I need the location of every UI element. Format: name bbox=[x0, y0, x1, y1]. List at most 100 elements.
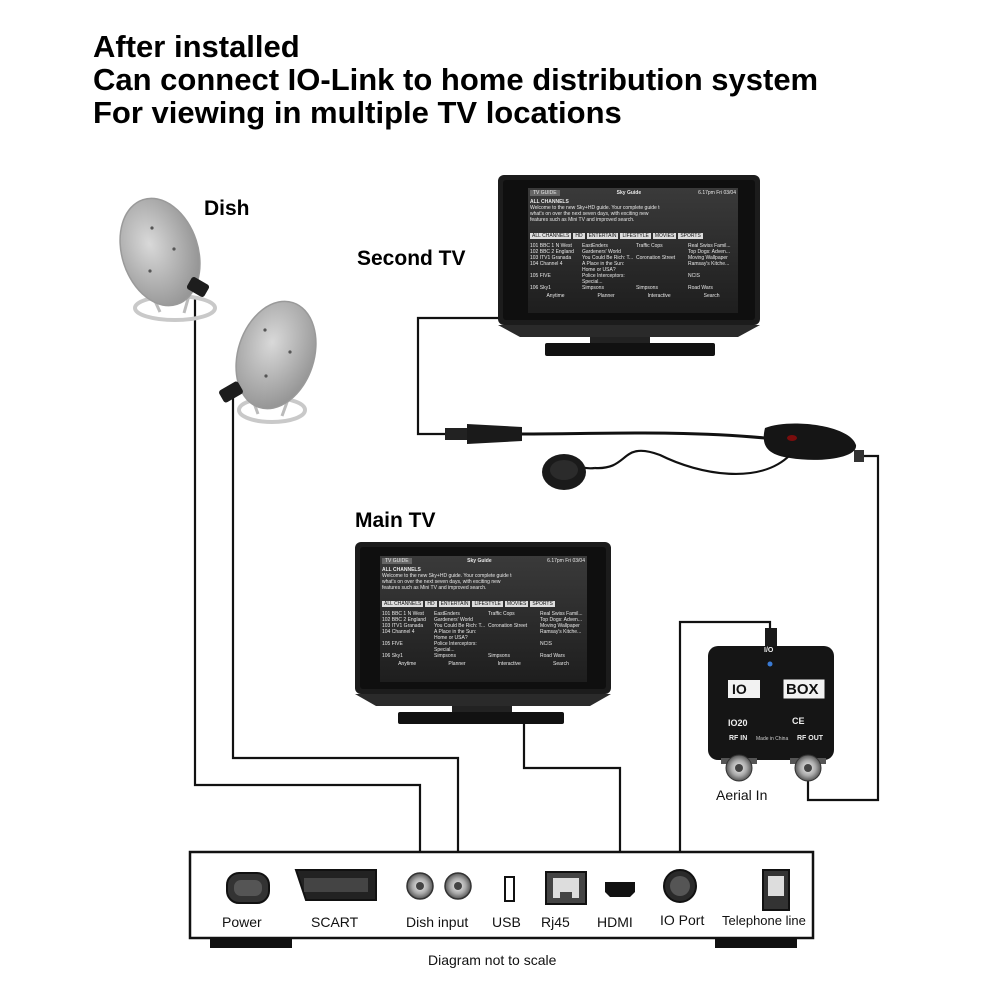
heading-line-1: After installed bbox=[93, 29, 300, 64]
programme: Top Dogs: Adven... bbox=[688, 249, 730, 255]
heading-line-2: Can connect IO-Link to home distribution… bbox=[93, 62, 819, 97]
clock: 6.17pm Fri 03/04 bbox=[698, 190, 736, 196]
telephone-line-label: Telephone line bbox=[722, 913, 806, 928]
channel: 101 BBC 1 N West bbox=[530, 243, 572, 249]
tab: ENTERTAIN bbox=[438, 601, 471, 607]
programme: You Could Be Rich: T... bbox=[434, 623, 486, 629]
section-label: ALL CHANNELS bbox=[382, 567, 421, 573]
dish-label: Dish bbox=[204, 197, 250, 220]
hdmi-port bbox=[605, 882, 635, 897]
io-box-model: IO20 bbox=[728, 718, 748, 728]
programme: Real Swiss Famil... bbox=[688, 243, 731, 249]
footer-item: Anytime bbox=[398, 661, 417, 667]
footer-item: Planner bbox=[597, 293, 615, 299]
programme: Ramsay's Kitche... bbox=[688, 261, 730, 267]
dish-1 bbox=[119, 197, 217, 322]
wire-secondtv-to-extender bbox=[416, 316, 498, 436]
footer-item: Search bbox=[553, 661, 569, 667]
programme bbox=[488, 641, 538, 653]
io-box-rf-out: RF OUT bbox=[797, 735, 824, 742]
tab: LIFESTYLE bbox=[472, 601, 503, 607]
channel: 102 BBC 2 England bbox=[382, 617, 426, 623]
programme bbox=[488, 629, 538, 641]
wire-dish1-to-box bbox=[193, 296, 422, 880]
io-port-label: IO Port bbox=[660, 912, 705, 928]
programme: Top Dogs: Adven... bbox=[540, 617, 582, 623]
tab: ALL CHANNELS bbox=[530, 233, 572, 239]
hdmi-label: HDMI bbox=[597, 914, 633, 930]
channel: 106 Sky1 bbox=[530, 285, 551, 291]
receiver-rear-panel bbox=[188, 850, 815, 948]
programme: Real Swiss Famil... bbox=[540, 611, 583, 617]
programme: Simpsons bbox=[434, 653, 456, 659]
wire-dish2-to-box bbox=[231, 395, 460, 880]
programme: Police Interceptors: Special... bbox=[582, 273, 625, 285]
tab: MOVIES bbox=[652, 233, 677, 239]
programme: Ramsay's Kitche... bbox=[540, 629, 582, 635]
programme: Traffic Cops bbox=[488, 611, 515, 617]
programme: EastEnders bbox=[434, 611, 460, 617]
programme: Coronation Street bbox=[488, 623, 528, 629]
io-box-brand-right: BOX bbox=[786, 681, 819, 698]
clock: 6.17pm Fri 03/04 bbox=[547, 558, 585, 564]
programme bbox=[636, 261, 686, 273]
dish-2 bbox=[219, 300, 317, 424]
intro-line-3: features such as Mini TV and improved se… bbox=[382, 585, 487, 591]
second-tv bbox=[498, 175, 760, 356]
sky-guide-label: Sky Guide bbox=[616, 190, 642, 196]
guide-tab: TV GUIDE bbox=[382, 558, 412, 564]
io-box-io-label: I/O bbox=[764, 647, 774, 654]
programme: NCIS bbox=[688, 273, 700, 279]
io-box bbox=[708, 628, 834, 782]
programme: Traffic Cops bbox=[636, 243, 663, 249]
usb-port bbox=[504, 876, 515, 902]
footer-item: Search bbox=[703, 293, 720, 299]
programme: Gardeners' World bbox=[434, 617, 473, 623]
usb-label: USB bbox=[492, 914, 521, 930]
tab: SPORTS bbox=[678, 233, 703, 239]
intro-line-2: what's on over the next seven days, with… bbox=[530, 211, 649, 217]
tab: ENTERTAIN bbox=[586, 233, 619, 239]
tab: HD bbox=[425, 601, 437, 607]
scart-label: SCART bbox=[311, 914, 359, 930]
programme: A Place in the Sun: Home or USA? bbox=[434, 629, 477, 641]
programme: Police Interceptors: Special... bbox=[434, 641, 477, 653]
footer-item: Anytime bbox=[546, 293, 565, 299]
programme: NCIS bbox=[540, 641, 552, 647]
guide-tab: TV GUIDE bbox=[530, 190, 560, 196]
tab: LIFESTYLE bbox=[620, 233, 651, 239]
channel: 102 BBC 2 England bbox=[530, 249, 574, 255]
channel: 103 ITV1 Granada bbox=[530, 255, 572, 261]
tab: ALL CHANNELS bbox=[382, 601, 424, 607]
channel: 106 Sky1 bbox=[382, 653, 403, 659]
power-label: Power bbox=[222, 914, 262, 930]
programme: You Could Be Rich: T... bbox=[582, 255, 634, 261]
channel: 104 Channel 4 bbox=[382, 629, 415, 635]
section-label: ALL CHANNELS bbox=[530, 199, 569, 205]
io-box-rf-in: RF IN bbox=[729, 735, 748, 742]
io-box-ce-mark: CE bbox=[792, 716, 805, 726]
wire-iobox-rfout-to-extender bbox=[806, 454, 880, 802]
channel: 105 FIVE bbox=[530, 273, 551, 279]
second-tv-label: Second TV bbox=[357, 247, 466, 270]
aerial-in-label: Aerial In bbox=[716, 787, 768, 803]
sky-guide-label: Sky Guide bbox=[467, 558, 492, 564]
io-box-brand-left: IO bbox=[732, 681, 747, 697]
channel: 101 BBC 1 N West bbox=[382, 611, 424, 617]
footer-item: Interactive bbox=[647, 293, 671, 299]
wire-maintv-to-hdmi bbox=[522, 722, 622, 888]
main-tv bbox=[355, 542, 611, 724]
programme: A Place in the Sun: Home or USA? bbox=[582, 261, 625, 273]
heading-line-3: For viewing in multiple TV locations bbox=[93, 95, 622, 130]
programme: Moving Wallpaper bbox=[540, 623, 580, 629]
programme: Coronation Street bbox=[636, 255, 676, 261]
io-box-made-in: Made in China bbox=[756, 736, 789, 742]
dish-input-label: Dish input bbox=[406, 914, 469, 930]
tab: SPORTS bbox=[530, 601, 555, 607]
channel: 104 Channel 4 bbox=[530, 261, 563, 267]
intro-line-2: what's on over the next seven days, with… bbox=[382, 579, 501, 585]
intro-line-1: Welcome to the new Sky+HD guide. Your co… bbox=[382, 573, 512, 579]
second-tv-screen: TV GUIDE Sky Guide 6.17pm Fri 03/04 ALL … bbox=[530, 190, 736, 311]
channel: 105 FIVE bbox=[382, 641, 403, 647]
